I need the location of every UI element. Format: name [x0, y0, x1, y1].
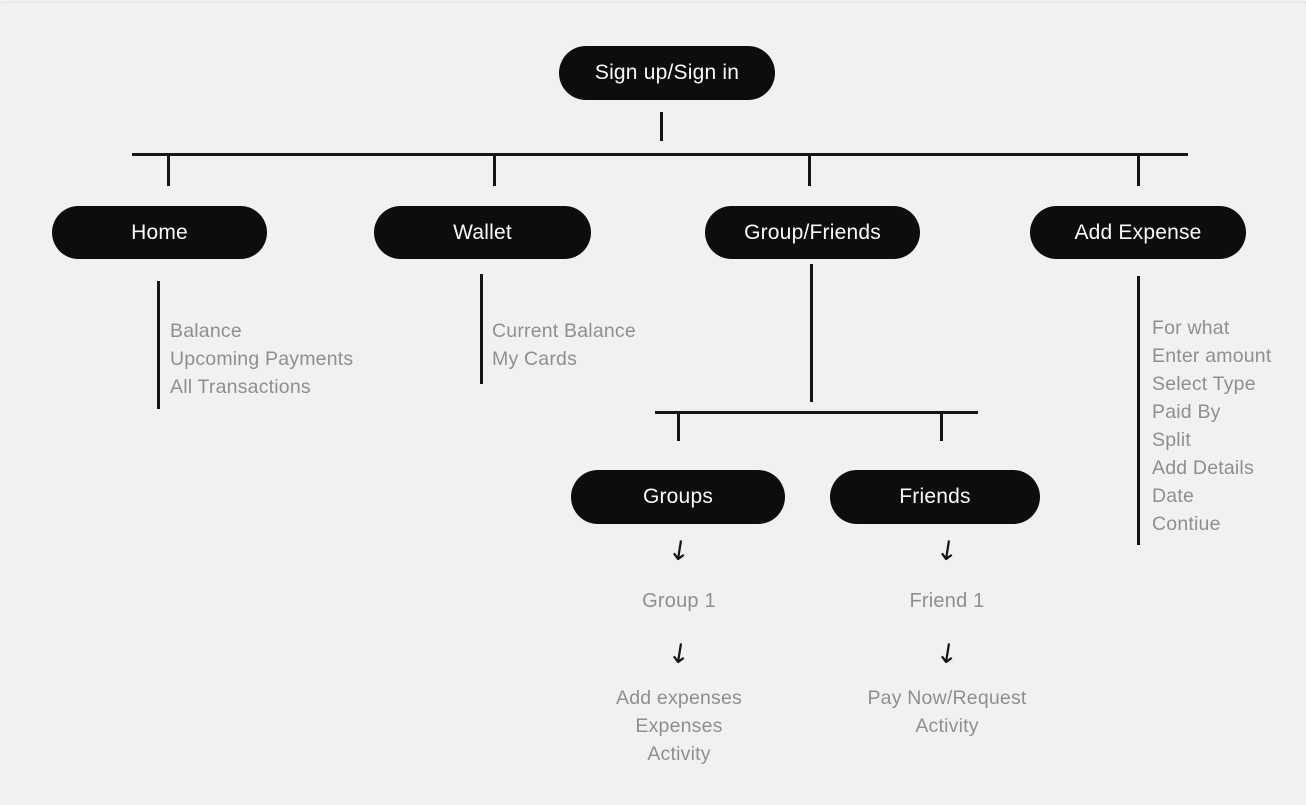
friend-actions: Pay Now/Request Activity: [867, 684, 1026, 740]
home-list-rule: [157, 281, 160, 409]
node-label: Group/Friends: [744, 220, 881, 244]
add-expense-steps: For what Enter amount Select Type Paid B…: [1152, 314, 1271, 538]
friends-flow: ↓ Friend 1 ↓ Pay Now/Request Activity: [837, 534, 1057, 740]
add-expense-list-rule: [1137, 276, 1140, 545]
node-label: Add Expense: [1074, 220, 1202, 244]
list-item: All Transactions: [170, 376, 311, 398]
down-arrow-icon: ↓: [665, 534, 693, 569]
list-item: Select Type: [1152, 373, 1256, 395]
node-label: Friends: [899, 485, 971, 508]
node-group-friends[interactable]: Group/Friends: [705, 206, 920, 259]
node-wallet[interactable]: Wallet: [374, 206, 591, 259]
root-connector-line: [660, 112, 663, 141]
node-groups[interactable]: Groups: [571, 470, 785, 524]
list-item: Current Balance: [492, 320, 636, 342]
list-item: Add Details: [1152, 457, 1254, 479]
wallet-list-rule: [480, 274, 483, 384]
list-item: Balance: [170, 320, 242, 342]
group-actions: Add expenses Expenses Activity: [616, 684, 742, 768]
frame-top-border: [0, 2, 1306, 3]
node-label: Home: [131, 220, 188, 244]
list-item: Enter amount: [1152, 345, 1272, 367]
group-friends-tick-line: [808, 155, 811, 186]
list-item: Pay Now/Request: [867, 687, 1027, 709]
down-arrow-icon: ↓: [933, 637, 961, 672]
list-item: Paid By: [1152, 401, 1221, 423]
home-tick-line: [167, 155, 170, 186]
group-friends-drop-line: [810, 264, 813, 402]
list-item: Contiue: [1152, 513, 1221, 535]
list-item: My Cards: [492, 348, 578, 370]
node-friends[interactable]: Friends: [830, 470, 1040, 524]
groups-tick-line: [677, 413, 680, 441]
node-add-expense[interactable]: Add Expense: [1030, 206, 1246, 259]
down-arrow-icon: ↓: [933, 534, 961, 569]
sub-branch-line: [655, 411, 978, 414]
wallet-tick-line: [493, 155, 496, 186]
node-home[interactable]: Home: [52, 206, 267, 259]
node-sign-up-sign-in[interactable]: Sign up/Sign in: [559, 46, 775, 100]
list-item: Upcoming Payments: [170, 348, 354, 370]
down-arrow-icon: ↓: [665, 637, 693, 672]
groups-flow: ↓ Group 1 ↓ Add expenses Expenses Activi…: [579, 534, 779, 768]
wallet-screen-items: Current Balance My Cards: [492, 317, 636, 373]
list-item: For what: [1152, 317, 1230, 339]
group-entity-label: Group 1: [642, 590, 716, 612]
list-item: Date: [1152, 485, 1194, 507]
node-label: Wallet: [453, 220, 512, 244]
home-screen-items: Balance Upcoming Payments All Transactio…: [170, 317, 353, 401]
node-label: Sign up/Sign in: [594, 61, 740, 84]
main-branch-line: [132, 153, 1188, 156]
list-item: Split: [1152, 429, 1191, 451]
list-item: Activity: [647, 743, 711, 765]
list-item: Add expenses: [616, 687, 742, 709]
list-item: Expenses: [635, 715, 723, 737]
friends-tick-line: [940, 413, 943, 441]
add-expense-tick-line: [1137, 155, 1140, 186]
list-item: Activity: [915, 715, 979, 737]
node-label: Groups: [642, 485, 714, 508]
friend-entity-label: Friend 1: [909, 590, 985, 612]
